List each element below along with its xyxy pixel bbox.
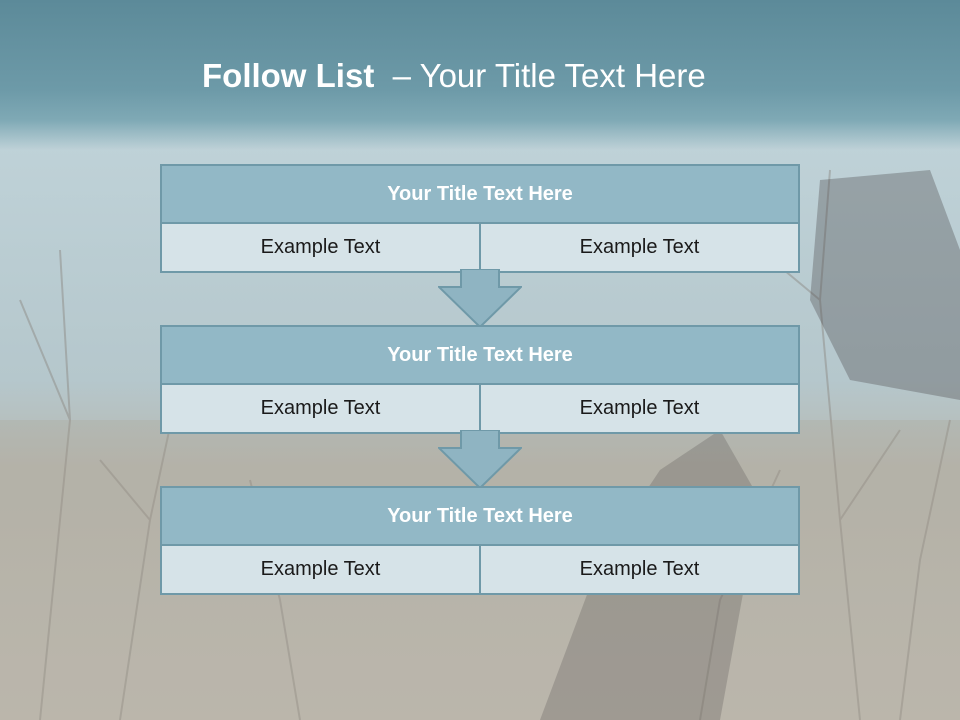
step-title-2: Your Title Text Here	[162, 327, 798, 385]
step-box-1: Your Title Text Here Example Text Exampl…	[160, 164, 800, 273]
step-title-1: Your Title Text Here	[162, 166, 798, 224]
step-row-3: Example Text Example Text	[162, 546, 798, 593]
step-row-1: Example Text Example Text	[162, 224, 798, 271]
header-band	[0, 0, 960, 150]
slide-title: Follow List – Your Title Text Here	[202, 52, 706, 100]
step-left-text-3: Example Text	[162, 546, 479, 593]
step-box-2: Your Title Text Here Example Text Exampl…	[160, 325, 800, 434]
down-arrow-icon	[438, 430, 522, 490]
step-box-3: Your Title Text Here Example Text Exampl…	[160, 486, 800, 595]
step-left-text-2: Example Text	[162, 385, 479, 432]
slide-title-rest: – Your Title Text Here	[392, 57, 706, 94]
down-arrow-icon	[438, 269, 522, 329]
step-right-text-2: Example Text	[479, 385, 798, 432]
step-right-text-3: Example Text	[479, 546, 798, 593]
step-right-text-1: Example Text	[479, 224, 798, 271]
step-title-3: Your Title Text Here	[162, 488, 798, 546]
slide-title-strong: Follow List	[202, 57, 375, 94]
step-row-2: Example Text Example Text	[162, 385, 798, 432]
step-left-text-1: Example Text	[162, 224, 479, 271]
